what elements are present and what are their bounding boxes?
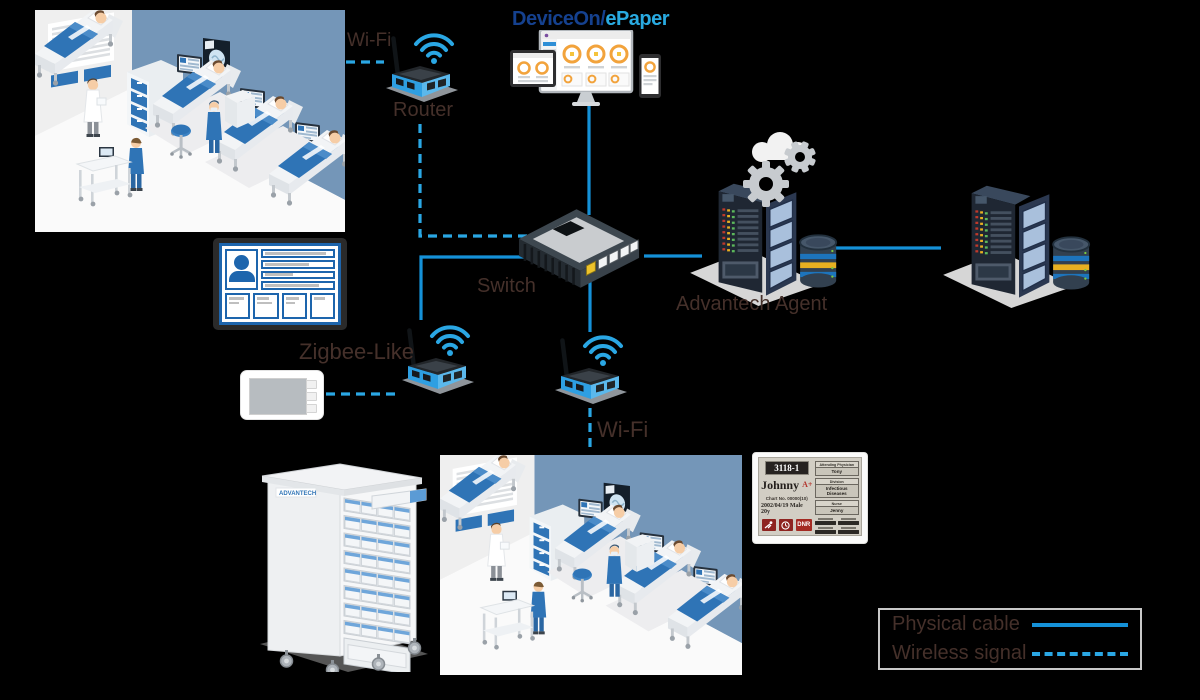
agent-label: Advantech Agent xyxy=(676,293,828,315)
room-number: 3118-1 xyxy=(764,461,809,475)
epaper-bed-tag: 3118-1 Johnny A+ Chart No. 00000(10) 200… xyxy=(752,452,868,544)
handheld-screen xyxy=(249,378,307,415)
wifi-ap-device xyxy=(547,324,635,412)
cable-switch-zigbee-ap xyxy=(419,255,527,320)
hospital-ward-illustration-bottom xyxy=(440,455,742,675)
patient-avatar xyxy=(225,249,258,290)
wireless-router-switch xyxy=(418,124,528,238)
phone xyxy=(639,54,661,98)
cart-brand-logo: ADVANTECH xyxy=(279,491,316,497)
chart-number: Chart No. 00000(10) xyxy=(765,496,808,501)
birth-info: 2002/04/19 Male 20y xyxy=(761,503,803,515)
npo-clock-icon xyxy=(778,519,793,531)
field-division: Division Infectious Diseases xyxy=(814,478,859,498)
legend-wireless-signal: Wireless signal xyxy=(892,642,1128,665)
backend-server xyxy=(943,180,1095,308)
switch-label: Switch xyxy=(477,275,536,297)
legend: Physical cable Wireless signal xyxy=(878,608,1142,670)
bedside-info-display xyxy=(213,238,347,330)
tablet xyxy=(510,50,556,87)
medication-cart: ADVANTECH xyxy=(260,463,428,672)
field-nurse: Nurse Jenny xyxy=(814,500,859,515)
pulled-drawer xyxy=(371,488,427,510)
handheld-display-device xyxy=(240,370,324,420)
dnr-badge: DNR xyxy=(795,519,812,531)
tag-detail-cells xyxy=(814,518,859,534)
gear-icon xyxy=(743,132,816,207)
deviceon-dashboard-screens xyxy=(510,30,661,106)
zigbee-label: Zigbee-Like xyxy=(299,339,414,364)
diagram-title: DeviceOn/ePaper xyxy=(512,8,670,30)
patient-name: Johnny xyxy=(761,478,800,492)
hospital-ward-illustration-top xyxy=(35,10,345,232)
gauge-icons xyxy=(562,44,629,64)
router-label: Router xyxy=(393,99,454,121)
field-physician: Attending Physician Tony xyxy=(814,461,859,476)
fall-risk-icon xyxy=(761,519,776,531)
wifi-top-label: Wi-Fi xyxy=(347,30,392,51)
legend-physical-cable: Physical cable xyxy=(892,613,1128,636)
wifi-bottom-label: Wi-Fi xyxy=(597,417,649,442)
casters xyxy=(279,638,422,672)
solid-line-sample xyxy=(1032,622,1128,627)
dashed-line-sample xyxy=(1032,651,1128,656)
blood-type: A+ xyxy=(802,480,813,489)
